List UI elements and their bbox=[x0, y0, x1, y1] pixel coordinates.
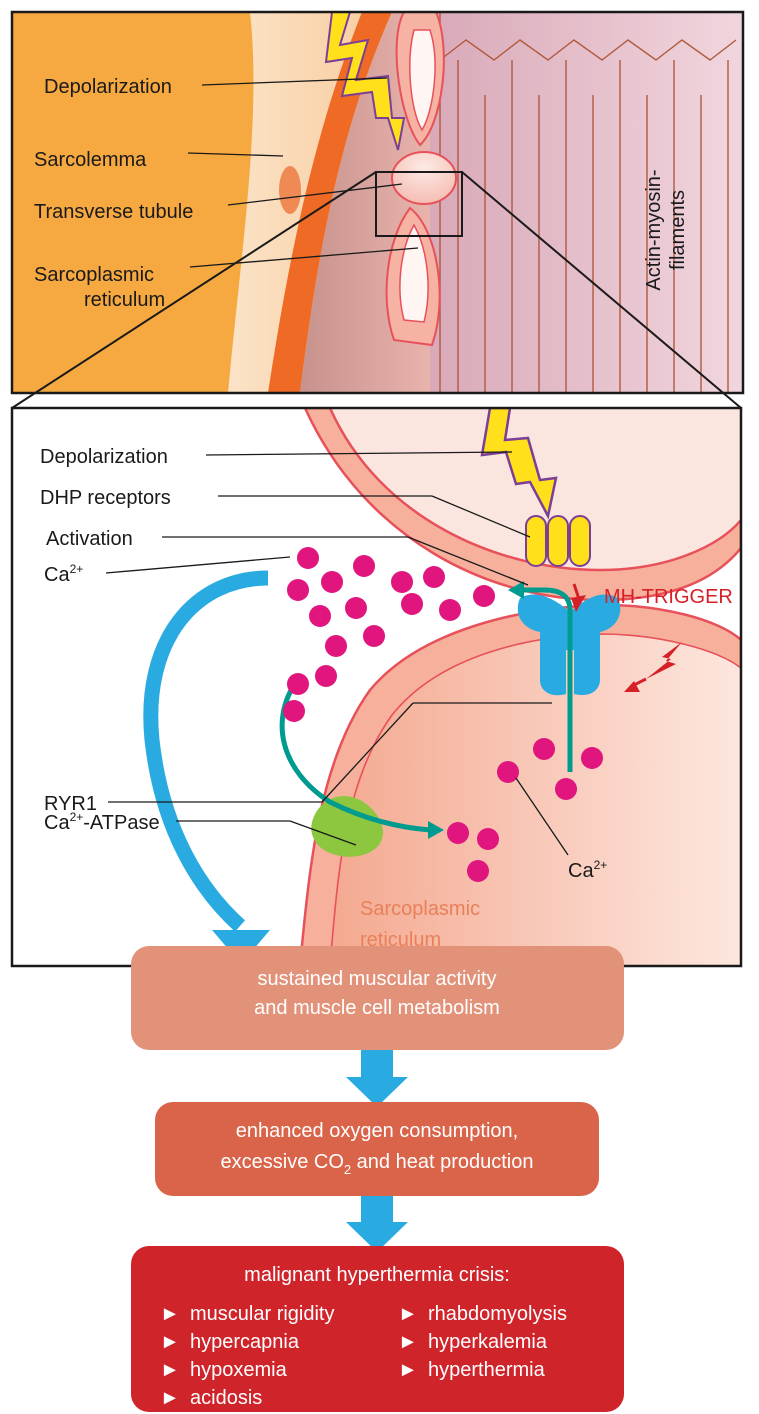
svg-text:Actin-myosin-: Actin-myosin- bbox=[643, 169, 665, 290]
flow-step-3: malignant hyperthermia crisis: ►muscular… bbox=[131, 1246, 624, 1412]
label-activation: Activation bbox=[46, 528, 133, 550]
label-sarcolemma: Sarcolemma bbox=[34, 149, 147, 171]
label-depolarization-2: Depolarization bbox=[40, 446, 168, 468]
label-transverse-tubule: Transverse tubule bbox=[34, 201, 193, 223]
svg-text:and muscle cell metabolism: and muscle cell metabolism bbox=[254, 997, 500, 1019]
label-sarcoplasmic: Sarcoplasmic bbox=[34, 264, 154, 286]
svg-text:►acidosis: ►acidosis bbox=[160, 1387, 262, 1409]
flow-step-2: enhanced oxygen consumption, excessive C… bbox=[155, 1102, 599, 1196]
svg-text:enhanced oxygen consumption,: enhanced oxygen consumption, bbox=[236, 1120, 518, 1142]
label-depolarization: Depolarization bbox=[44, 76, 172, 98]
label-ca-atpase: Ca2+-ATPase bbox=[44, 810, 160, 834]
down-arrow-icon bbox=[346, 1196, 408, 1252]
svg-text:filaments: filaments bbox=[667, 190, 689, 270]
dhp-receptors bbox=[526, 516, 590, 566]
flow-step-1: sustained muscular activity and muscle c… bbox=[131, 946, 624, 1050]
svg-text:sustained muscular activity: sustained muscular activity bbox=[258, 968, 497, 990]
label-dhp-receptors: DHP receptors bbox=[40, 487, 171, 509]
down-arrow-icon bbox=[346, 1050, 408, 1107]
label-mh-trigger: MH-TRIGGER bbox=[604, 586, 733, 608]
svg-text:►hypoxemia: ►hypoxemia bbox=[160, 1359, 288, 1381]
crisis-title: malignant hyperthermia crisis: bbox=[244, 1264, 510, 1286]
panel-excitation-contraction: Depolarization DHP receptors Activation … bbox=[12, 408, 741, 966]
actin-myosin-filaments bbox=[430, 12, 743, 393]
label-sr-sarcoplasmic: Sarcoplasmic bbox=[360, 898, 480, 920]
label-reticulum: reticulum bbox=[84, 289, 165, 311]
nucleus bbox=[279, 166, 301, 214]
